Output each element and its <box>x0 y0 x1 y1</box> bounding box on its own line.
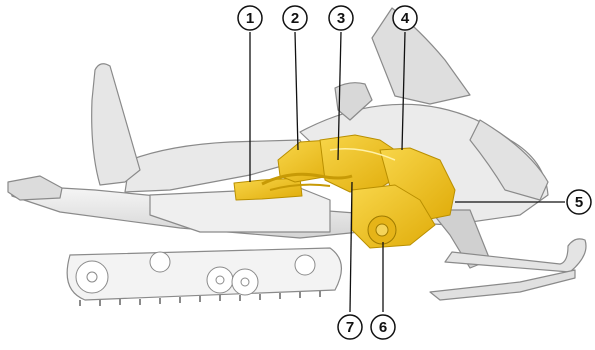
track-wheel <box>295 255 315 275</box>
track-wheel <box>87 272 97 282</box>
windshield <box>372 8 470 104</box>
callout-1: 1 <box>238 6 262 30</box>
ski-lower <box>430 270 575 300</box>
callout-5-label: 5 <box>575 194 583 211</box>
rear-rack <box>92 64 140 185</box>
leader-line-2 <box>295 32 298 150</box>
callout-6: 6 <box>371 315 395 339</box>
rear-bumper <box>8 176 62 200</box>
callout-7: 7 <box>338 315 362 339</box>
callout-4: 4 <box>393 6 417 30</box>
callout-3: 3 <box>329 6 353 30</box>
callout-3-label: 3 <box>337 10 345 27</box>
callout-7-label: 7 <box>346 319 354 336</box>
callout-5: 5 <box>567 190 591 214</box>
track-wheel <box>150 252 170 272</box>
track-wheel <box>216 276 224 284</box>
track <box>67 248 341 306</box>
callout-1-label: 1 <box>246 10 254 27</box>
track-wheel <box>241 278 249 286</box>
callout-2-label: 2 <box>291 10 299 27</box>
callout-2: 2 <box>283 6 307 30</box>
callout-6-label: 6 <box>379 319 387 336</box>
callout-4-label: 4 <box>401 10 410 27</box>
leader-line-7 <box>350 182 352 312</box>
